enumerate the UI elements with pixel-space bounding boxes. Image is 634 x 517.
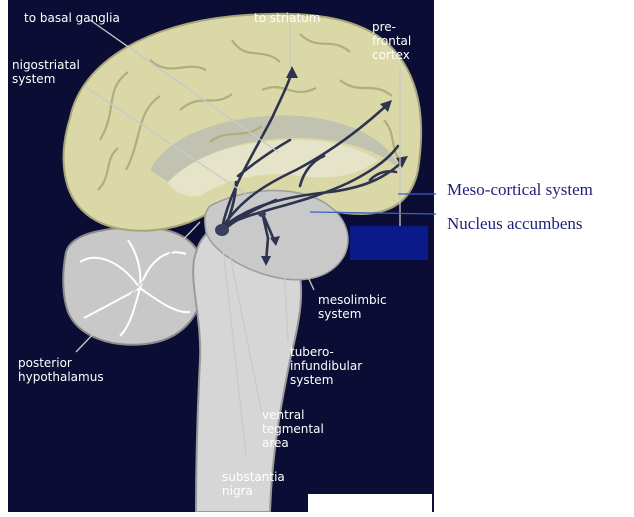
ventral-tegmental-nucleus [215, 224, 229, 236]
annotation-meso-cortical-system: Meso-cortical system [447, 181, 593, 199]
white-box [308, 494, 432, 512]
annotation-nucleus-accumbens: Nucleus accumbens [447, 215, 582, 233]
cerebellum [63, 228, 204, 345]
label-prefrontal-cortex: pre- frontal cortex [372, 20, 411, 62]
label-ventral-tegmental-area: ventral tegmental area [262, 408, 324, 450]
label-nigostriatal-system: nigostriatal system [12, 58, 80, 86]
label-tuberoinfundibular-system: tubero- infundibular system [290, 345, 362, 387]
label-to-striatum: to striatum [254, 11, 320, 25]
hypothalamic-nucleus [258, 211, 266, 217]
label-substantia-nigra: substantia nigra [222, 470, 285, 498]
label-to-basal-ganglia: to basal ganglia [24, 11, 120, 25]
label-mesolimbic-system: mesolimbic system [318, 293, 387, 321]
label-posterior-hypothalamus: posterior hypothalamus [18, 356, 104, 384]
blue-highlight-box [350, 226, 428, 260]
